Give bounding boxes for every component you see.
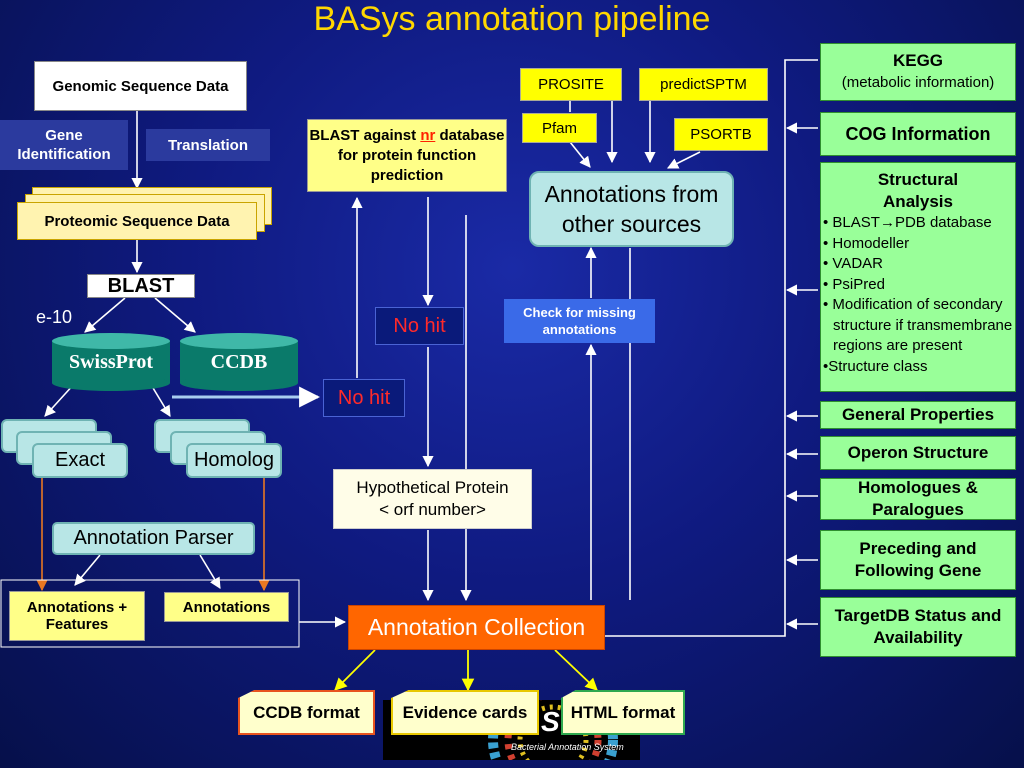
structural-item: •Structure class xyxy=(823,357,928,375)
structural-title: Structural Analysis xyxy=(877,170,959,211)
hypothetical-protein-box: Hypothetical Protein < orf number> xyxy=(333,469,532,529)
kegg-title: KEGG xyxy=(892,51,944,70)
structural-item: • Homodeller xyxy=(823,234,910,252)
no-hit-box-lower: No hit xyxy=(323,379,405,417)
ccdb-label: CCDB xyxy=(210,350,268,373)
general-properties-box: General Properties xyxy=(820,401,1016,429)
predictsptm-box: predictSPTM xyxy=(639,68,768,101)
preceding-following-box: Preceding and Following Gene xyxy=(820,530,1016,590)
evidence-cards-box: Evidence cards xyxy=(391,690,539,735)
structural-list: • BLAST→PDB database • Homodeller • VADA… xyxy=(823,213,1015,377)
blast-nr-text: BLAST against nr database for protein fu… xyxy=(308,126,506,186)
annotations-box: Annotations xyxy=(164,592,289,622)
ccdb-database: CCDB xyxy=(180,333,298,391)
logo-subtitle: Bacterial Annotation System xyxy=(511,742,624,752)
structural-item: • VADAR xyxy=(823,255,883,272)
annotations-features-box: Annotations + Features xyxy=(9,591,145,641)
blast-nr-box: BLAST against nr database for protein fu… xyxy=(307,119,507,192)
page-title: BASys annotation pipeline xyxy=(313,0,711,38)
homolog-box: Homolog xyxy=(186,443,282,478)
operon-structure-box: Operon Structure xyxy=(820,436,1016,470)
evalue-label: e-10 xyxy=(36,307,73,327)
ccdb-format-box: CCDB format xyxy=(238,690,375,735)
kegg-subtitle: (metabolic information) xyxy=(841,74,995,91)
no-hit-box-upper: No hit xyxy=(375,307,464,345)
pfam-box: Pfam xyxy=(522,113,597,143)
structural-analysis-box: Structural Analysis • BLAST→PDB database… xyxy=(820,162,1016,392)
annotations-other-sources-box: Annotations from other sources xyxy=(529,171,734,247)
structural-item: • Modification of secondary structure if… xyxy=(823,296,1013,354)
html-format-box: HTML format xyxy=(561,690,685,735)
exact-box: Exact xyxy=(32,443,128,478)
structural-item: • PsiPred xyxy=(823,275,885,293)
kegg-box: KEGG (metabolic information) xyxy=(820,43,1016,101)
swissprot-database: SwissProt xyxy=(52,333,170,391)
proteomic-sequence-box: Proteomic Sequence Data xyxy=(17,202,257,240)
logo-letter: S xyxy=(541,706,560,737)
structural-item: • BLAST→PDB database xyxy=(823,214,992,231)
gene-identification-box: Gene Identification xyxy=(0,120,128,170)
blast-nr-prefix: BLAST against xyxy=(309,126,421,144)
cog-box: COG Information xyxy=(820,112,1016,156)
psortb-box: PSORTB xyxy=(674,118,768,151)
annotation-parser-box: Annotation Parser xyxy=(52,522,255,555)
homologues-box: Homologues & Paralogues xyxy=(820,478,1016,520)
prosite-box: PROSITE xyxy=(520,68,622,101)
blast-nr-suffix: database for protein function prediction xyxy=(337,126,505,184)
translation-box: Translation xyxy=(146,129,270,161)
check-missing-box: Check for missing annotations xyxy=(504,299,655,343)
swissprot-label: SwissProt xyxy=(68,350,154,373)
hypothetical-label: Hypothetical Protein xyxy=(356,478,509,497)
targetdb-box: TargetDB Status and Availability xyxy=(820,597,1016,657)
orf-number-label: < orf number> xyxy=(379,500,486,519)
genomic-sequence-box: Genomic Sequence Data xyxy=(34,61,247,111)
blast-nr-highlight: nr xyxy=(420,126,436,144)
blast-box: BLAST xyxy=(87,274,195,298)
logo-ring-icon xyxy=(488,700,618,760)
annotation-collection-box: Annotation Collection xyxy=(348,605,605,650)
